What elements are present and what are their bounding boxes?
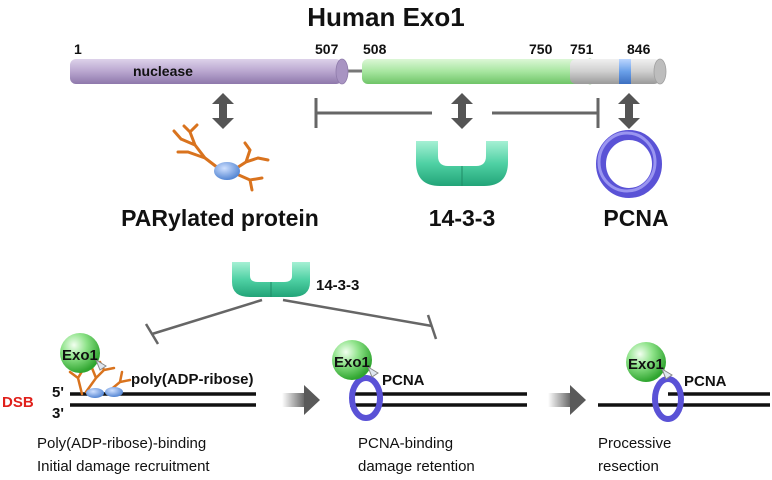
residue-507: 507	[315, 41, 339, 57]
five-prime-label: 5'	[52, 384, 64, 401]
stage2-pcna-ring	[349, 375, 383, 421]
progression-arrow-1	[282, 385, 320, 415]
nuclease-domain	[70, 59, 342, 84]
c-terminal-domain	[570, 59, 660, 84]
fourteen-three-three-inhibitor-label: 14-3-3	[316, 277, 359, 294]
residue-751: 751	[570, 41, 594, 57]
exo1-domain-bar: nuclease 1 507 508 750 751 846	[70, 41, 667, 85]
stage3-caption-line1: Processive	[598, 435, 671, 452]
stage2-caption-line2: damage retention	[358, 458, 475, 475]
stage3-caption-line2: resection	[598, 458, 659, 475]
three-prime-label: 3'	[52, 405, 64, 422]
interaction-arrow-pcna	[618, 93, 640, 129]
residue-1: 1	[74, 41, 82, 57]
stage2-exo1-ball	[332, 340, 372, 380]
dsb-label: DSB	[2, 394, 34, 411]
stage1-exo1-ball	[60, 333, 100, 373]
stage1-exo1-label: Exo1	[62, 347, 98, 364]
stage1-blue-node	[86, 388, 104, 398]
pcna-ring-icon	[596, 130, 662, 198]
parylated-protein-label: PARylated protein	[121, 205, 319, 231]
stage3-pcna-ring	[652, 376, 684, 422]
stage3-pcna-label: PCNA	[684, 373, 727, 390]
inhibition-bracket-top	[314, 98, 600, 128]
stage3-dna	[598, 392, 770, 407]
diagram-title: Human Exo1	[307, 2, 465, 32]
poly-adp-ribose-label: poly(ADP-ribose)	[131, 371, 254, 388]
nuclease-label: nuclease	[133, 63, 193, 79]
stage2-exo1-label: Exo1	[334, 354, 370, 371]
interaction-arrow-parylated	[212, 93, 234, 129]
stage2-pcna-label: PCNA	[382, 372, 425, 389]
parylated-protein-icon	[172, 123, 270, 192]
fourteen-three-three-label: 14-3-3	[429, 205, 495, 231]
stage3-exo1-ball	[626, 342, 666, 382]
stage1-blue-node	[105, 387, 123, 397]
fourteen-three-three-inhibitor-icon	[232, 262, 310, 297]
middle-domain	[362, 59, 590, 84]
stage2-caption-line1: PCNA-binding	[358, 435, 453, 452]
progression-arrow-2	[548, 385, 586, 415]
inhibition-lines-bottom	[144, 298, 438, 345]
residue-846: 846	[627, 41, 651, 57]
stage3-exo1-label: Exo1	[628, 356, 664, 373]
fourteen-three-three-icon	[416, 141, 508, 186]
stage1-caption-line1: Poly(ADP-ribose)-binding	[37, 435, 206, 452]
interaction-arrow-14-3-3	[451, 93, 473, 129]
stage1-caption-line2: Initial damage recruitment	[37, 458, 210, 475]
pcna-label: PCNA	[603, 205, 668, 231]
residue-508: 508	[363, 41, 387, 57]
pip-box	[619, 59, 631, 84]
residue-750: 750	[529, 41, 553, 57]
